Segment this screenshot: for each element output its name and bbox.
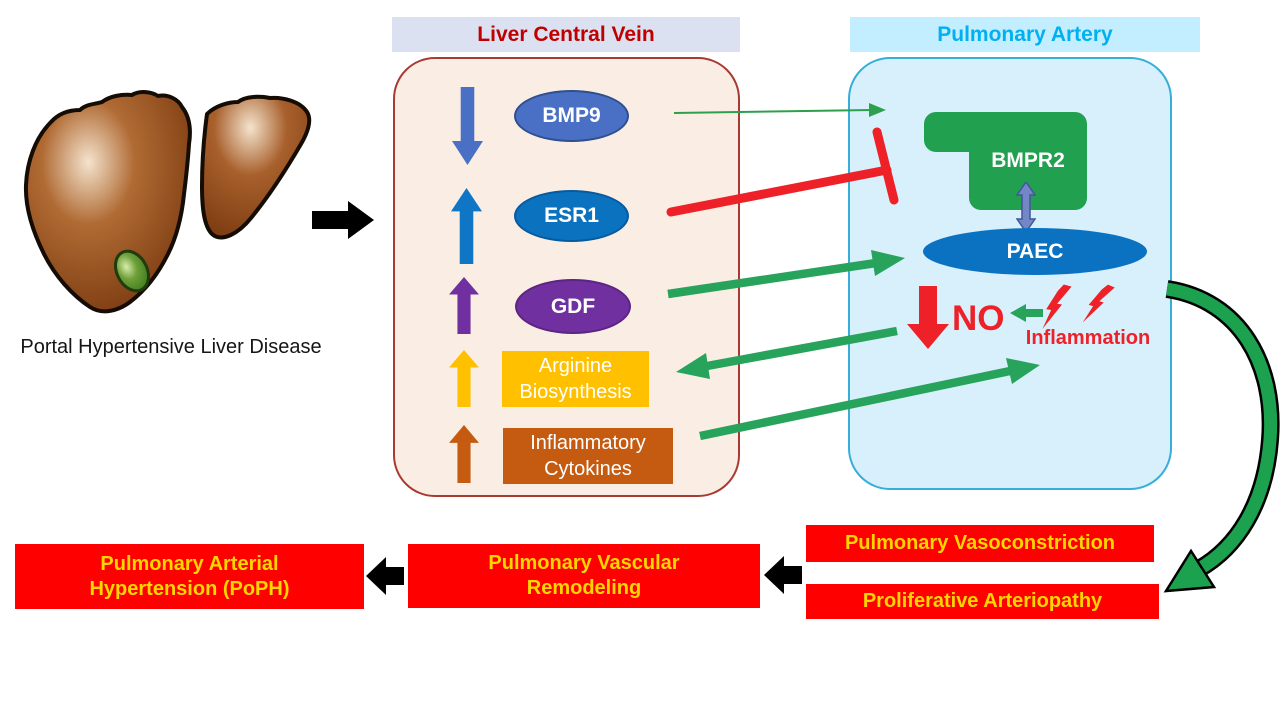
no-down-arrow-icon (907, 286, 949, 349)
bmp9-down-arrow-icon (452, 87, 483, 165)
arginine-up-arrow-icon (449, 350, 479, 407)
pulmonary-arterial-hypertension-box: Pulmonary Arterial Hypertension (PoPH) (15, 544, 364, 609)
no-label: NO (952, 299, 1005, 338)
gdf-node: GDF (515, 279, 631, 334)
pulmonary-vascular-remodeling-label: Pulmonary Vascular Remodeling (488, 552, 680, 599)
liver-left-lobe (23, 90, 192, 314)
pulmonary-artery-header-text: Pulmonary Artery (937, 22, 1113, 46)
paec-node: PAEC (923, 228, 1147, 275)
bmpr2-label: BMPR2 (991, 149, 1065, 172)
gallbladder (113, 249, 151, 293)
cytokines-up-arrow-icon (449, 425, 479, 483)
arginine-biosynthesis-label: Arginine Biosynthesis (519, 355, 632, 403)
bmp9-node: BMP9 (514, 90, 629, 142)
stack-to-remodeling-black-arrow-icon (764, 556, 802, 594)
esr1-node: ESR1 (514, 190, 629, 242)
bmpr2-paec-double-arrow-icon (1016, 182, 1036, 232)
proliferative-arteriopathy-label: Proliferative Arteriopathy (862, 590, 1103, 612)
paec-label: PAEC (1006, 239, 1064, 263)
bmp9-label: BMP9 (542, 104, 601, 127)
pulmonary-artery-box: BMPR2 PAEC NO Inflammation (848, 57, 1172, 490)
arginine-biosynthesis-node: Arginine Biosynthesis (502, 351, 649, 407)
esr1-up-arrow-icon (451, 188, 482, 264)
liver-central-vein-box: BMP9 ESR1 GDF Arginine Biosynthesis Infl… (393, 57, 740, 497)
pulmonary-vasoconstriction-box: Pulmonary Vasoconstriction (806, 525, 1154, 562)
inflammation-label: Inflammation (1025, 327, 1151, 349)
liver-caption: Portal Hypertensive Liver Disease (20, 336, 322, 358)
pulmonary-vasoconstriction-label: Pulmonary Vasoconstriction (844, 532, 1116, 554)
liver-right-lobe (200, 94, 312, 240)
pulmonary-arterial-hypertension-label: Pulmonary Arterial Hypertension (PoPH) (89, 552, 290, 600)
proliferative-arteriopathy-box: Proliferative Arteriopathy (806, 584, 1159, 619)
remodeling-to-poph-black-arrow-icon (366, 557, 404, 595)
pulmonary-to-outcomes-curved-arrow (1163, 280, 1280, 593)
liver-illustration (23, 90, 312, 314)
gdf-up-arrow-icon (449, 277, 479, 334)
esr1-label: ESR1 (544, 204, 599, 227)
liver-central-vein-header-text: Liver Central Vein (477, 22, 655, 46)
inflammatory-cytokines-label: Inflammatory Cytokines (530, 432, 646, 480)
pulmonary-vascular-remodeling-box: Pulmonary Vascular Remodeling (408, 544, 760, 608)
inflammatory-cytokines-node: Inflammatory Cytokines (503, 428, 673, 484)
liver-central-vein-header: Liver Central Vein (392, 17, 740, 52)
gdf-label: GDF (550, 294, 596, 318)
pulmonary-artery-header: Pulmonary Artery (850, 17, 1200, 52)
